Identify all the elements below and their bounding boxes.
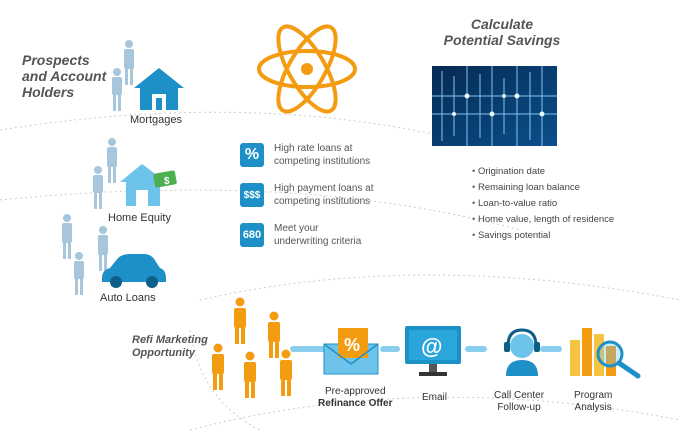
criteria-item: % High rate loans at competing instituti… bbox=[240, 142, 374, 168]
savings-bullet: Origination date bbox=[472, 164, 614, 180]
refi-title: Refi Marketing Opportunity bbox=[132, 334, 208, 360]
mortgage-people-icon bbox=[112, 40, 134, 111]
headset-agent-icon bbox=[504, 328, 540, 376]
savings-title-line2: Potential Savings bbox=[443, 32, 561, 48]
criteria-item: $$$ High payment loans at competing inst… bbox=[240, 182, 374, 208]
criteria-line2: underwriting criteria bbox=[274, 236, 362, 247]
refi-people-icon bbox=[212, 297, 292, 398]
flow-label-line1: Email bbox=[422, 392, 448, 403]
refi-title-line2: Opportunity bbox=[132, 347, 195, 359]
house-icon bbox=[134, 68, 184, 110]
envelope-percent-icon: % bbox=[323, 328, 379, 375]
monitor-email-icon: @ bbox=[405, 326, 461, 376]
svg-text:$: $ bbox=[164, 176, 170, 187]
flow-label-line2: Follow-up bbox=[497, 402, 541, 413]
flow-label-line1: Call Center bbox=[494, 390, 545, 401]
segment-label-mortgages: Mortgages bbox=[130, 114, 182, 126]
prospects-title: Prospects and Account Holders bbox=[22, 52, 106, 100]
flow-label-line1: Pre-approved bbox=[324, 386, 386, 397]
criteria-item: 680 Meet your underwriting criteria bbox=[240, 222, 374, 248]
flow-streaks bbox=[290, 346, 562, 352]
savings-bullet: Home value, length of residence bbox=[472, 212, 614, 228]
criteria-line1: High payment loans at bbox=[274, 183, 374, 194]
atom-icon bbox=[257, 24, 357, 114]
criteria-line2: competing institutions bbox=[274, 196, 371, 207]
criteria-line1: Meet your bbox=[274, 223, 319, 234]
savings-bullet: Loan-to-value ratio bbox=[472, 196, 614, 212]
flow-label-line2: Analysis bbox=[574, 402, 612, 413]
criteria-line1: High rate loans at bbox=[274, 143, 353, 154]
percent-icon: % bbox=[240, 143, 264, 167]
flow-label-line2: Refinance Offer bbox=[318, 398, 393, 409]
criteria-line2: competing institutions bbox=[274, 156, 371, 167]
flow-label-call-center: Call Center Follow-up bbox=[494, 390, 544, 414]
savings-title-line1: Calculate bbox=[470, 16, 534, 32]
flow-label-email: Email bbox=[422, 392, 447, 404]
dollar-icon: $$$ bbox=[240, 183, 264, 207]
segment-label-home-equity: Home Equity bbox=[108, 212, 171, 224]
savings-bullet: Remaining loan balance bbox=[472, 180, 614, 196]
segment-label-auto-loans: Auto Loans bbox=[100, 292, 156, 304]
flow-label-offer: Pre-approved Refinance Offer bbox=[318, 386, 392, 410]
car-icon bbox=[102, 254, 166, 288]
prospects-title-line1: Prospects bbox=[22, 52, 90, 68]
savings-bullet-list: Origination date Remaining loan balance … bbox=[472, 164, 614, 244]
prospects-title-line3: Holders bbox=[22, 84, 75, 100]
data-circuit-image bbox=[432, 66, 557, 146]
savings-bullet: Savings potential bbox=[472, 228, 614, 244]
house-money-icon: $ bbox=[120, 164, 177, 206]
chart-magnifier-icon bbox=[570, 328, 641, 379]
criteria-list: % High rate loans at competing instituti… bbox=[240, 142, 374, 248]
savings-title: Calculate Potential Savings bbox=[442, 16, 562, 48]
auto-loan-people-icon bbox=[62, 214, 108, 295]
flow-label-line1: Program bbox=[574, 390, 613, 401]
credit-score-icon: 680 bbox=[240, 223, 264, 247]
svg-text:%: % bbox=[344, 335, 360, 355]
flow-label-program: Program Analysis bbox=[574, 390, 612, 414]
prospects-title-line2: and Account bbox=[22, 68, 107, 84]
refi-title-line1: Refi Marketing bbox=[132, 334, 208, 346]
svg-text:@: @ bbox=[421, 334, 442, 359]
home-equity-people-icon bbox=[93, 138, 117, 209]
